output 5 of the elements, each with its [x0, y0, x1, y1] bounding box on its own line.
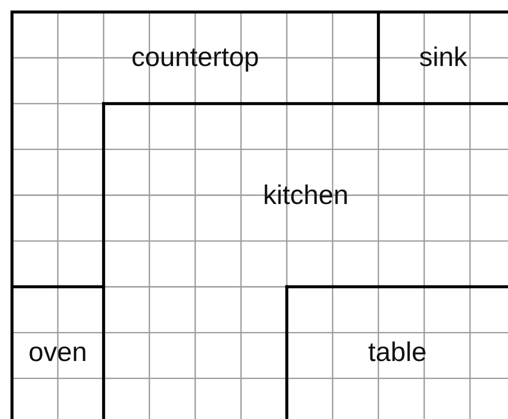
- sink-area: sink: [378, 12, 508, 104]
- kitchen-area: kitchen: [104, 104, 508, 287]
- countertop-area: countertop: [12, 12, 378, 104]
- oven-area: oven: [12, 286, 104, 419]
- table-area: table: [286, 286, 508, 419]
